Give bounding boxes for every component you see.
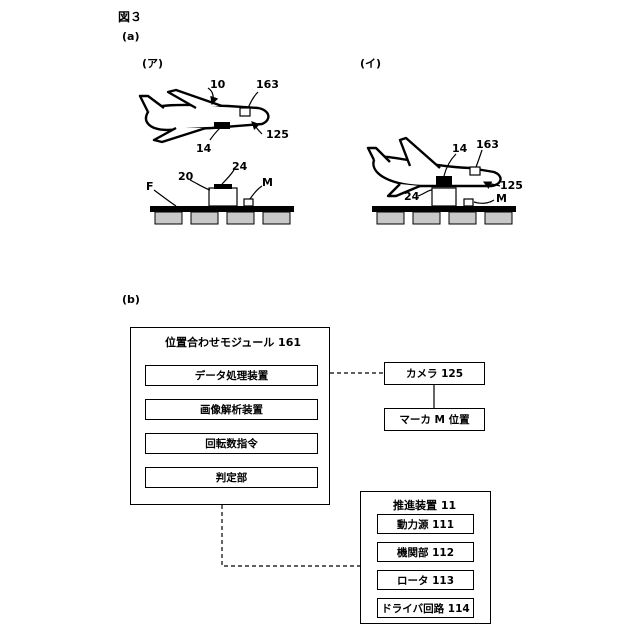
propulsion-item-engine: 機関部 112: [377, 542, 474, 562]
ref-125-right: 125: [500, 179, 523, 192]
propulsion-device-title: 推進装置 11: [393, 497, 456, 513]
ref-aircraft-left: 10: [210, 78, 226, 91]
ref-14-left: 14: [196, 142, 212, 155]
stand-right: [432, 188, 456, 206]
connector-module-propulsion: [222, 505, 360, 566]
camera-box: カメラ 125: [384, 362, 485, 385]
alignment-module-title: 位置合わせモジュール 161: [165, 334, 301, 350]
propulsion-item-rotor: ロータ 113: [377, 570, 474, 590]
ref-163-left: 163: [256, 78, 279, 91]
ground-left: [150, 184, 294, 224]
propulsion-device-right: [436, 176, 452, 185]
module-item-rotation-command: 回転数指令: [145, 433, 318, 454]
ref-m-right: M: [496, 192, 507, 205]
ref-163-right: 163: [476, 138, 499, 151]
propulsion-item-power-source: 動力源 111: [377, 514, 474, 534]
module-item-image-analysis: 画像解析装置: [145, 399, 318, 420]
propulsion-device-left: [214, 122, 230, 129]
module-item-judgment: 判定部: [145, 467, 318, 488]
stand-left: [209, 188, 237, 206]
ref-20: 20: [178, 170, 194, 183]
module-item-data-processing: データ処理装置: [145, 365, 318, 386]
aircraft-left: [140, 90, 268, 142]
ref-m-left: M: [262, 176, 273, 189]
marker-position-box: マーカ M 位置: [384, 408, 485, 431]
holder-left: [214, 184, 232, 189]
marker-m-left: [244, 199, 253, 206]
ref-f: F: [146, 180, 154, 193]
marker-163-left: [240, 108, 250, 116]
ref-24-left: 24: [232, 160, 248, 173]
marker-m-right: [464, 199, 473, 206]
ref-24-right: 24: [404, 190, 420, 203]
propulsion-item-driver-circuit: ドライバ回路 114: [377, 598, 474, 618]
marker-163-right: [470, 167, 480, 175]
ref-125-left: 125: [266, 128, 289, 141]
ref-14-right: 14: [452, 142, 468, 155]
